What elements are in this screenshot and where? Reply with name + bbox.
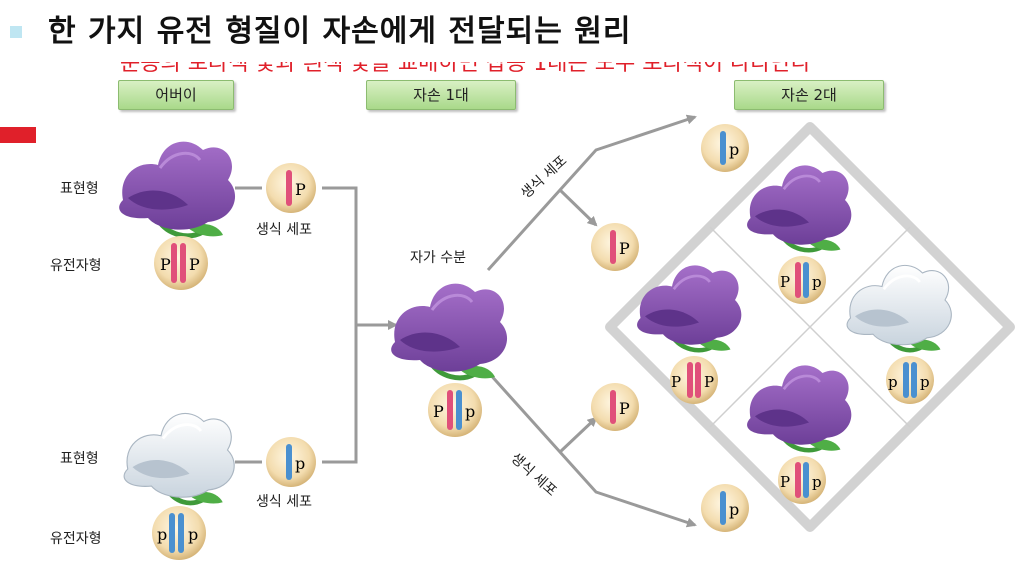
svg-text:p: p: [812, 273, 822, 291]
svg-text:p: p: [812, 473, 822, 491]
accent-bar: [0, 127, 36, 143]
svg-text:p: p: [157, 525, 167, 544]
genotype-bubble-f2-left: P P: [670, 356, 718, 404]
slide-subtitle: 순종의 보라색 꽃과 흰색 꽃을 교배하면 잡종 1대는 모두 보라색이 나타난…: [120, 62, 812, 76]
genotype-label-purple: 유전자형: [50, 258, 102, 274]
svg-text:P: P: [671, 373, 681, 391]
svg-text:P: P: [704, 373, 714, 391]
gamete-label-parent-purple: 생식 세포: [256, 222, 312, 238]
punnett-square: [605, 122, 1015, 532]
svg-text:P: P: [619, 239, 630, 258]
gamete-bubble-f2-top: p: [701, 124, 749, 172]
f1-generation-label: 자손 1대: [366, 80, 516, 110]
phenotype-label-white: 표현형: [60, 451, 99, 467]
phenotype-label-purple: 표현형: [60, 181, 99, 197]
svg-text:p: p: [920, 373, 930, 391]
svg-text:P: P: [433, 402, 444, 421]
gamete-bubble-parent-purple: P: [266, 163, 316, 213]
parent-generation-label: 어버이: [118, 80, 234, 110]
genotype-bubble-f2-top: P p: [778, 256, 826, 304]
genotype-bubble-f2-right: p p: [886, 356, 934, 404]
svg-text:P: P: [189, 255, 200, 274]
genotype-bubble-f2-bottom: P p: [778, 456, 826, 504]
svg-text:P: P: [619, 399, 630, 418]
slide-title: 한 가지 유전 형질이 자손에게 전달되는 원리: [48, 14, 632, 49]
genotype-bubble-parent-purple: P P: [154, 236, 208, 290]
svg-text:p: p: [729, 500, 739, 519]
svg-text:p: p: [729, 140, 739, 159]
svg-text:p: p: [295, 454, 305, 473]
svg-text:P: P: [295, 180, 306, 199]
connector-lines: [235, 114, 697, 528]
title-bullet: [10, 26, 22, 38]
gamete-bubble-f1-lower: P: [591, 383, 639, 431]
svg-text:P: P: [160, 255, 171, 274]
svg-text:p: p: [465, 402, 475, 421]
svg-text:P: P: [780, 273, 790, 291]
f2-generation-label: 자손 2대: [734, 80, 884, 110]
gamete-label-parent-white: 생식 세포: [256, 494, 312, 510]
genotype-bubble-parent-white: p p: [152, 506, 206, 560]
gamete-bubble-f1-upper: P: [591, 223, 639, 271]
svg-text:p: p: [188, 525, 198, 544]
genotype-bubble-f1: P p: [428, 383, 482, 437]
self-pollination-label: 자가 수분: [410, 250, 466, 266]
svg-text:p: p: [888, 373, 898, 391]
gamete-bubble-f2-bottom: p: [701, 484, 749, 532]
genotype-label-white: 유전자형: [50, 531, 102, 547]
gamete-bubble-parent-white: p: [266, 437, 316, 487]
svg-text:P: P: [780, 473, 790, 491]
